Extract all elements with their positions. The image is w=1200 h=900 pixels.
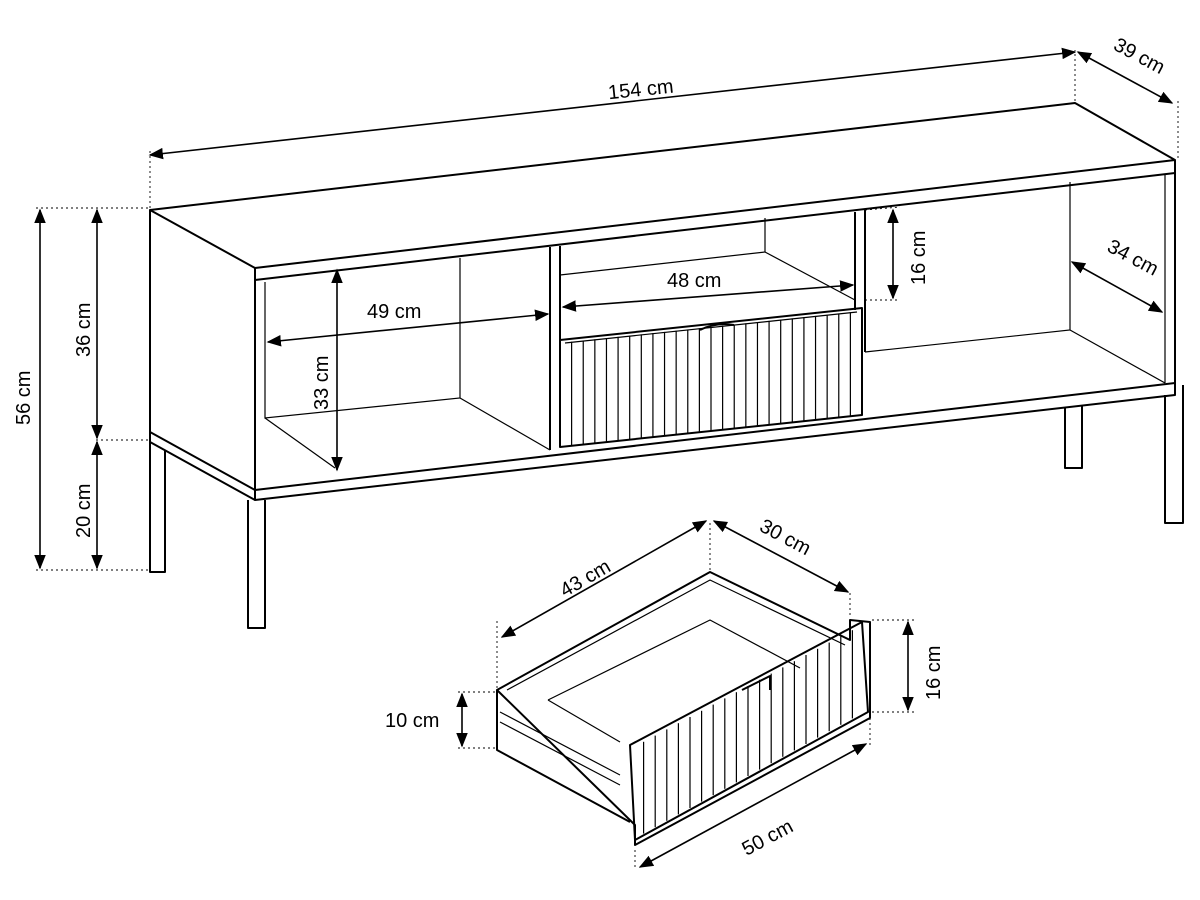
label-drawer-side-height: 10 cm (385, 710, 439, 732)
label-leg-height: 20 cm (73, 484, 95, 538)
label-drawer-front-width: 50 cm (739, 816, 797, 861)
drawer-fluting (571, 312, 851, 446)
label-depth: 39 cm (1110, 34, 1168, 79)
label-drawer-inner-depth: 30 cm (756, 515, 814, 560)
label-middle-shelf-height: 16 cm (908, 231, 930, 285)
label-drawer-front-height: 16 cm (923, 646, 945, 700)
dimension-lines (34, 47, 1179, 571)
label-left-compartment-width: 49 cm (367, 301, 421, 323)
label-body-height: 36 cm (73, 303, 95, 357)
label-drawer-inner-length: 43 cm (556, 556, 614, 602)
label-total-height: 56 cm (13, 371, 35, 425)
label-inner-depth: 34 cm (1104, 235, 1162, 280)
label-compartment-height: 33 cm (311, 356, 333, 410)
drawer-handle-icon (699, 323, 735, 331)
drawer-handle-icon (741, 675, 771, 691)
drawer-detail (455, 520, 915, 870)
label-middle-shelf-width: 48 cm (667, 270, 721, 292)
label-total-width: 154 cm (607, 76, 675, 105)
dimension-labels: 154 cm 39 cm 56 cm 36 cm 20 cm 49 cm 33 … (13, 34, 1168, 861)
cabinet (149, 102, 1184, 629)
